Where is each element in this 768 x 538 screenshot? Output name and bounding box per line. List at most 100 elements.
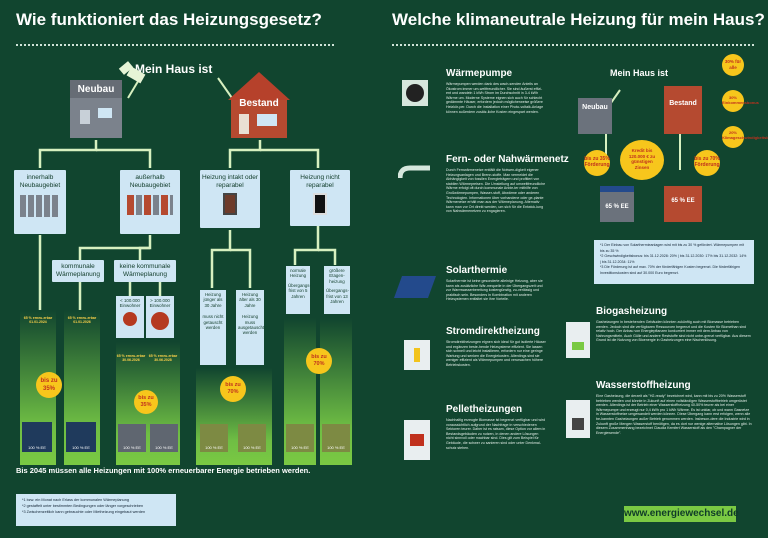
bonus-20: 20% Klimageschwindigkeitsbonus — [722, 126, 768, 148]
box-heizung-jung-note: muss nicht getauscht werden — [202, 314, 224, 331]
bonus-30b: 30% Einkommensbonus — [722, 90, 759, 112]
left-start-label: Mein Haus ist — [135, 62, 213, 76]
box-kommunale-label: kommunale Wärmeplanung — [55, 263, 101, 278]
right-footnotes: *1 Der Einbau von Solarthermieanlagen wi… — [594, 240, 754, 284]
box-gas-label: größere Etagen-heizung — [329, 268, 345, 284]
plug-icon-left — [118, 61, 233, 99]
left-bestand-house: Bestand — [228, 72, 290, 138]
box-more-100k: > 100.000 Einwohner — [146, 296, 174, 338]
house-pct-label: 100 % EE — [205, 445, 223, 450]
text-stromdirekt: Stromdirektheizungen eignen sich ideal f… — [446, 340, 546, 367]
right-bestand-house: Bestand — [664, 86, 702, 134]
box-uebergang2: Übergangs-frist von 13 Jahren — [326, 288, 349, 305]
right-footnote-2: *2 Geschwindigkeitsbonus: bis 31.12.2028… — [600, 254, 747, 264]
text-wasserstoff: Eine Gasheizung, die derzeit als "H2-rea… — [596, 394, 752, 435]
box-ausserhalb: außerhalb Neubaugebiet — [120, 170, 180, 234]
house-pct-label: 100 % EE — [28, 445, 46, 450]
solar-panel-icon — [393, 276, 437, 298]
box-heizung-alt: Heizung älter als 30 Jahre Heizung muss … — [236, 290, 264, 365]
right-bestand-pv-house: 65 % EE — [664, 186, 702, 222]
left-footnotes: *1 bzw. ein Monat nach Erlass der kommun… — [16, 494, 176, 526]
boiler-icon — [223, 193, 237, 215]
house-grey-2: 100 % EE — [150, 424, 178, 452]
left-connectors — [38, 140, 337, 310]
heading-stromdirekt: Stromdirektheizung — [446, 326, 540, 337]
right-neubau-label: Neubau — [582, 104, 608, 111]
burst-70-b: bis zu 70% — [306, 348, 332, 374]
box-heizung-nicht-label: Heizung nicht reparabel — [300, 174, 340, 189]
box-keine-kommunale-label: keine kommunale Wärmeplanung — [119, 263, 171, 278]
box-heizung-alt-label: Heizung älter als 30 Jahre — [239, 292, 261, 308]
left-neubau-label: Neubau — [77, 84, 115, 95]
left-neubau-house: Neubau — [70, 80, 122, 138]
heading-wasserstoff: Wasserstoffheizung — [596, 380, 691, 391]
right-title: Welche klimaneutrale Heizung für mein Ha… — [392, 10, 765, 29]
right-title-divider — [392, 44, 754, 46]
house-pct-label: 100 % EE — [291, 445, 309, 450]
heading-waermepumpe: Wärmepumpe — [446, 68, 513, 79]
house-pct-label: 100 % EE — [327, 445, 345, 450]
house-pct-label: 100 % EE — [155, 445, 173, 450]
left-bottom-statement: Bis 2045 müssen alle Heizungen mit 100% … — [16, 466, 311, 475]
heading-fernwaerme: Fern- oder Nahwärmenetz — [446, 154, 569, 165]
text-pellet: Nachhaltig erzeugte Biomasse ist begrenz… — [446, 418, 546, 450]
box-ausserhalb-label: außerhalb Neubaugebiet — [129, 174, 171, 189]
box-innerhalb-label: innerhalb Neubaugebiet — [19, 174, 61, 189]
left-title: Wie funktioniert das Heizungsgesetz? — [16, 10, 322, 29]
box-heizung-jung: Heizung jünger als 30 Jahre muss nicht g… — [200, 290, 226, 365]
right-footnote-1: *1 Der Einbau von Solarthermieanlagen wi… — [600, 243, 745, 253]
burst-70-a: bis zu 70% — [220, 376, 246, 402]
hydrogen-heater-icon — [566, 400, 590, 438]
footnote-3: *3 Zwischenzeitlich kann gebrauchte oder… — [22, 510, 146, 514]
right-burst-70: bis zu 70% Förderung — [694, 150, 720, 176]
right-burst-35: bis zu 35% Förderung — [584, 150, 610, 176]
text-fernwaerme: Durch Fernwärmenetze entfällt die Notwen… — [446, 168, 546, 214]
right-neubau-pv-house: 65 % EE — [600, 186, 634, 222]
box-kommunale: kommunale Wärmeplanung — [52, 260, 104, 282]
left-bestand-label: Bestand — [239, 98, 279, 109]
mixed-houses-icon — [127, 195, 173, 215]
house-pct-label: 100 % EE — [243, 445, 261, 450]
heading-pellet: Pelletheizungen — [446, 404, 523, 415]
pct-ee-4: 65 % erneu-erbar 30.06.2028 — [148, 354, 178, 363]
pipe-icon — [397, 164, 432, 182]
house-pct-label: 100 % EE — [123, 445, 141, 450]
box-heizung-alt-note: Heizung muss ausgetauscht werden — [238, 314, 265, 336]
bonus-30: 30% für alle — [722, 54, 744, 76]
left-title-divider — [16, 44, 334, 46]
box-heizung-nicht: Heizung nicht reparabel — [290, 170, 350, 226]
electric-heater-icon — [404, 340, 430, 370]
text-biogas: Gasheizungen in bestehenden Gebäuden kön… — [596, 320, 751, 343]
burst-35-left: bis zu 35% — [36, 372, 62, 398]
burst-35-mid: bis zu 35% — [134, 390, 158, 414]
biogas-heater-icon — [566, 322, 590, 358]
right-start-label: Mein Haus ist — [610, 68, 669, 78]
right-pct-ee-neubau: 65 % EE — [605, 204, 629, 210]
footnote-2: *2 gestaffelt unter bestimmten Bedingung… — [22, 504, 144, 508]
right-bestand-label: Bestand — [669, 100, 697, 107]
box-heizung-intakt: Heizung intakt oder reparabel — [200, 170, 260, 228]
right-burst-kredit: Kredit bis 120.000 € zu günstigen Zinsen — [620, 140, 664, 180]
box-innerhalb: innerhalb Neubaugebiet — [14, 170, 66, 234]
house-pct-label: 100 % EE — [72, 445, 90, 450]
house-pv-2: 100 % EE — [66, 422, 96, 452]
house-green-2: 100 % EE — [238, 424, 266, 452]
heading-solarthermie: Solarthermie — [446, 265, 508, 276]
right-neubau-house: Neubau — [578, 98, 612, 134]
big-city-icon — [151, 311, 169, 330]
pct-ee-1: 65 % erneu-erbar 01.01.2024 — [23, 316, 53, 325]
pct-ee-2: 65 % erneu-erbar 01.01.2026 — [67, 316, 97, 325]
right-pct-ee-bestand: 65 % EE — [671, 198, 695, 204]
box-heizung-jung-label: Heizung jünger als 30 Jahre — [203, 292, 223, 308]
footnote-1: *1 bzw. ein Monat nach Erlass der kommun… — [22, 498, 130, 502]
box-normale-label: normale Heizung — [289, 268, 307, 279]
website-link[interactable]: www.energiewechsel.de — [624, 506, 739, 522]
box-normale-heizung: normale Heizung Übergangs-frist von 5 Ja… — [286, 266, 311, 314]
box-uebergang1: Übergangs-frist von 5 Jahren — [288, 282, 311, 299]
box-heizung-intakt-label: Heizung intakt oder reparabel — [201, 174, 258, 189]
house-green-1: 100 % EE — [200, 424, 228, 452]
broken-boiler-icon — [313, 193, 327, 215]
box-keine-kommunale: keine kommunale Wärmeplanung — [114, 260, 176, 282]
box-less-100k-label: < 100.000 Einwohner — [119, 298, 141, 309]
box-more-100k-label: > 100.000 Einwohner — [149, 298, 171, 309]
